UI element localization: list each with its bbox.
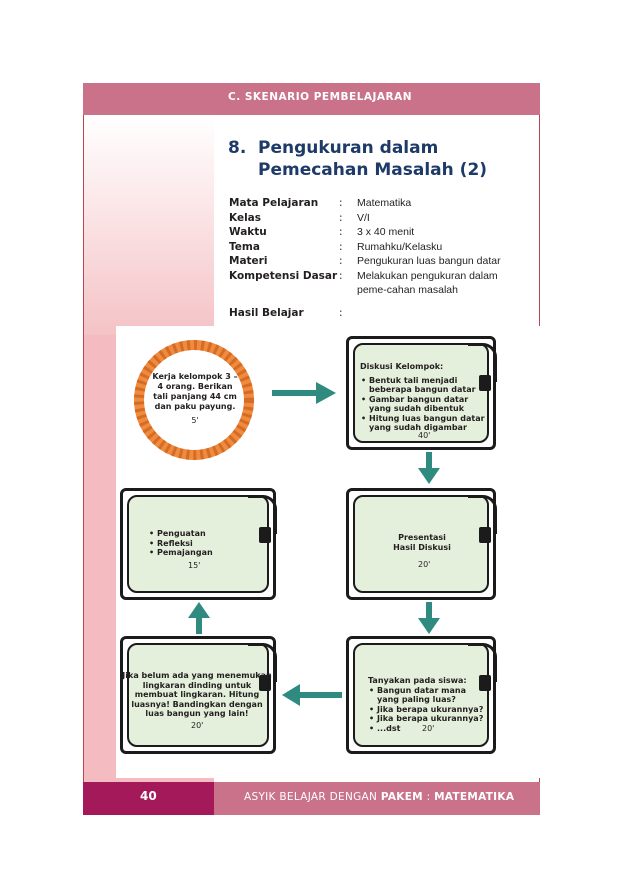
info-row: Kelas: V/I (229, 211, 527, 226)
info-value: Rumahku/Kelasku (357, 240, 443, 253)
info-value: Matematika (357, 197, 412, 209)
section-title: C. SKENARIO PEMBELAJARAN (228, 91, 413, 103)
rope-circle-icon (134, 340, 254, 460)
footer-text: ASYIK BELAJAR DENGAN PAKEM : MATEMATIKA (244, 791, 514, 803)
list-item: Bentuk tali menjadi beberapa bangun data… (361, 376, 488, 395)
tanyakan-title: Tanyakan pada siswa: (368, 676, 467, 685)
arrow-up-icon (188, 602, 210, 634)
info-value (357, 298, 527, 321)
presentasi-content: Presentasi Hasil Diskusi (370, 533, 474, 552)
footer-page-box (83, 782, 214, 815)
plug-icon (259, 675, 271, 691)
list-item: Penguatan (149, 529, 248, 539)
presentasi-line1: Presentasi (398, 533, 446, 542)
footer-prefix: ASYIK BELAJAR DENGAN (244, 791, 378, 803)
lesson-number: 8. (228, 138, 247, 158)
card-presentasi (346, 488, 497, 600)
info-label: Tema (229, 240, 260, 253)
list-item: Jika berapa ukurannya? (369, 705, 484, 715)
list-item: Jika berapa ukurannya? (369, 714, 484, 724)
diskusi-title: Diskusi Kelompok: (360, 362, 444, 371)
penguatan-time: 15' (188, 561, 201, 570)
tanyakan-time: 20' (422, 724, 435, 733)
info-sep: : (339, 211, 343, 224)
list-item: Hitung luas bangun datar yang sudah diga… (361, 414, 488, 433)
arrow-down-icon (418, 452, 440, 484)
diskusi-content: Diskusi Kelompok: Bentuk tali menjadi be… (360, 362, 488, 433)
presentasi-line2: Hasil Diskusi (393, 542, 451, 552)
info-value: Pengukuran luas bangun datar (357, 255, 501, 267)
info-value: Melakukan pengukuran dalam peme-cahan ma… (357, 269, 498, 297)
lesson-title-line2: Pemecahan Masalah (2) (258, 160, 488, 180)
info-row: Materi: Pengukuran luas bangun datar (229, 254, 527, 269)
footer-bar (214, 782, 540, 815)
info-value: V/I (357, 211, 370, 224)
lesson-title: 8. Pengukuran dalam Pemecahan Masalah (2) (228, 137, 487, 181)
cord-icon (468, 643, 497, 682)
list-item: Refleksi (149, 539, 248, 549)
diskusi-time: 40' (418, 431, 431, 440)
lingkaran-text: Jika belum ada yang menemukan lingkaran … (122, 671, 272, 718)
list-item: Gambar bangun datar yang sudah dibentuk (361, 395, 488, 414)
info-label: Kelas (229, 211, 262, 224)
penguatan-list: Penguatan Refleksi Pemajangan (148, 529, 248, 558)
card-inner (127, 643, 269, 747)
info-sep: : (339, 197, 343, 209)
rope-step-time: 5' (191, 416, 199, 425)
list-item: Pemajangan (149, 548, 248, 558)
cord-icon (248, 643, 277, 682)
left-decoration (84, 115, 214, 335)
header-bar (83, 83, 540, 115)
list-item: ...dst (369, 724, 484, 734)
info-label: Materi (229, 255, 268, 267)
info-sep: : (339, 226, 343, 238)
tanyakan-list: Bangun datar mana yang paling luas? Jika… (368, 686, 484, 734)
footer-sep: : (426, 791, 431, 803)
info-label: Kompetensi Dasar (229, 269, 338, 282)
info-row: Kompetensi Dasar: Melakukan pengukuran da… (229, 269, 527, 298)
lesson-title-line1: Pengukuran dalam (258, 138, 439, 158)
info-value: 3 x 40 menit (357, 226, 415, 238)
penguatan-content: Penguatan Refleksi Pemajangan (148, 529, 248, 558)
list-item: Bangun datar mana yang paling luas? (369, 686, 484, 705)
info-row: Tema: Rumahku/Kelasku (229, 240, 527, 255)
arrow-down-icon (418, 602, 440, 634)
info-row: Waktu: 3 x 40 menit (229, 225, 527, 240)
cord-icon (468, 495, 497, 534)
presentasi-time: 20' (418, 560, 431, 569)
footer-bold1: PAKEM (380, 791, 423, 803)
info-row: Mata Pelajaran: Matematika (229, 196, 527, 211)
plug-icon (259, 527, 271, 543)
info-row: Hasil Belajar: (229, 298, 527, 321)
plug-icon (479, 527, 491, 543)
tanyakan-content: Tanyakan pada siswa: Bangun datar mana y… (368, 676, 484, 733)
card-inner (353, 495, 489, 593)
diskusi-list: Bentuk tali menjadi beberapa bangun data… (360, 376, 488, 433)
info-sep: : (339, 255, 343, 267)
info-label: Waktu (229, 226, 267, 238)
arrow-left-icon (282, 684, 342, 706)
rope-step-text: Kerja kelompok 3 – 4 orang. Berikan tali… (152, 372, 238, 411)
info-table: Mata Pelajaran: Matematika Kelas: V/I Wakt… (229, 196, 527, 320)
page-number: 40 (140, 789, 157, 803)
info-sep: : (339, 306, 343, 319)
cord-icon (468, 343, 497, 382)
arrow-right-icon (272, 382, 336, 404)
card-lingkaran (120, 636, 277, 754)
cord-icon (248, 495, 277, 534)
footer-bold2: MATEMATIKA (434, 791, 515, 803)
lingkaran-time: 20' (191, 721, 204, 730)
info-label: Hasil Belajar (229, 306, 304, 319)
rope-step: Kerja kelompok 3 – 4 orang. Berikan tali… (150, 372, 240, 426)
info-sep: : (339, 240, 343, 253)
info-label: Mata Pelajaran (229, 197, 319, 209)
info-sep: : (339, 269, 343, 282)
